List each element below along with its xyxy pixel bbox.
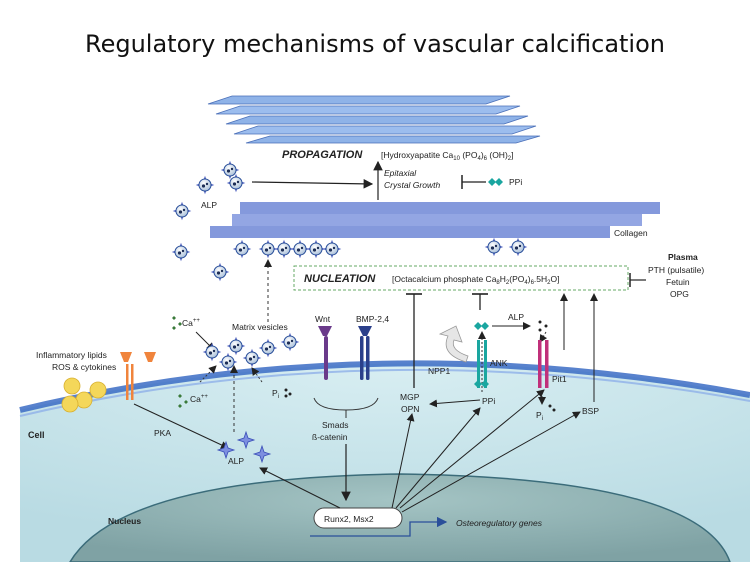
pi-right-label: Pi [536,410,543,422]
matrix-vesicles-cluster [203,333,299,371]
epitaxial-line2: Crystal Growth [384,180,440,190]
plasma-item-fetuin: Fetuin [666,277,690,287]
calcium-bottom [178,394,188,408]
osteo-genes-label: Osteoregulatory genes [456,518,543,528]
nucleation-label: NUCLEATION [304,273,376,285]
ppi-top-label: PPi [509,177,522,187]
matrix-vesicles-label: Matrix vesicles [232,322,288,332]
hydroxyapatite-crystals [207,95,541,144]
phosphate-right-dots [538,320,548,332]
ank-channel [477,340,487,388]
alp-top-label: ALP [201,200,217,210]
ppi-top-diamonds [488,178,503,186]
ca-top-label: Ca++ [182,318,200,328]
bmp-label: BMP-2,4 [356,314,389,324]
inflammatory-lipid-spheres [61,377,107,413]
pit1-transporter [538,340,549,388]
ca-bottom-label: Ca++ [190,394,208,404]
inflammatory-line2: ROS & cytokines [52,362,116,372]
runx-box [313,507,403,529]
alp-cell-label: ALP [228,456,244,466]
npp1-label: NPP1 [428,366,450,376]
nucleus-label: Nucleus [108,516,141,526]
mgp-label: MGP [400,392,420,402]
wnt-label: Wnt [315,314,331,324]
phosphate-left-dots [284,388,292,398]
ppi-diamonds-upper [474,322,489,330]
pit1-label: Pit1 [552,374,567,384]
bsp-label: BSP [582,406,599,416]
nucleation-box [293,265,629,291]
collagen-fibers [210,202,660,238]
wnt-receptor [318,326,332,380]
bmp-receptor [358,326,372,380]
cell-label: Cell [28,430,45,440]
ppi-bottom-label: PPi [482,396,495,406]
phosphate-right-lower-dots [548,404,556,412]
opn-label: OPN [401,404,419,414]
inflammatory-receptors [120,352,156,400]
ank-label: ANK [490,358,508,368]
cell-membrane [19,360,750,413]
alp-right-label: ALP [508,312,524,322]
plasma-item-opg: OPG [670,289,689,299]
propagation-formula: [Hydroxyapatite Ca10 (PO4)6 (OH)2] [381,150,514,162]
inflammatory-line1: Inflammatory lipids [36,350,107,360]
nucleation-formula: [Octacalcium phosphate Ca8H2(PO4)6.5H2O] [392,274,559,286]
runx-label: Runx2, Msx2 [324,514,374,524]
plasma-title: Plasma [668,252,698,262]
catenin-label: ß-catenin [312,432,348,442]
slide-title: Regulatory mechanisms of vascular calcif… [84,30,665,58]
npp1-curved-arrow [438,325,469,363]
collagen-label: Collagen [614,228,648,238]
pi-left-label: Pi [272,388,279,400]
propagation-label: PROPAGATION [282,149,363,161]
pka-label: PKA [154,428,171,438]
ppi-diamonds-lower [474,380,489,388]
calcium-top [172,316,182,330]
smads-label: Smads [322,420,348,430]
epitaxial-line1: Epitaxial [384,168,417,178]
plasma-item-pth: PTH (pulsatile) [648,265,704,275]
